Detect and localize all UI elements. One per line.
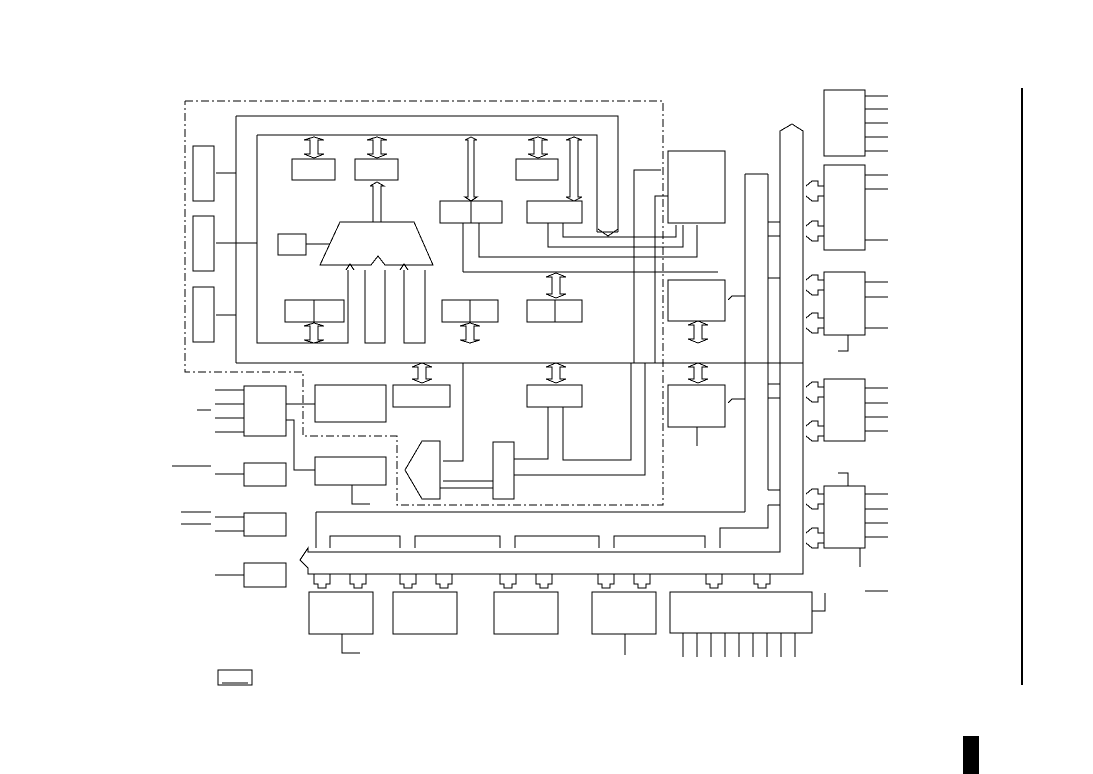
bottom-blocks: [308, 574, 826, 657]
core-boundary: [184, 100, 664, 506]
main-bus: [299, 123, 804, 575]
left-io-blocks: [172, 385, 315, 588]
right-pins: [838, 95, 888, 592]
right-middle-blocks: [633, 150, 745, 446]
left-register-blocks: [192, 145, 257, 343]
core-blocks: [277, 158, 718, 344]
core-arrows: [303, 136, 583, 344]
bottom-port-pins: [682, 633, 796, 657]
right-margin-rule: [1021, 88, 1023, 685]
bottom-bus-arrows: [313, 574, 771, 589]
page-marker-tab: [963, 736, 979, 774]
legend-box: [217, 669, 253, 686]
far-right-blocks: [805, 89, 888, 592]
core-bus-frames: [235, 115, 803, 364]
lower-core-blocks: [314, 362, 646, 505]
